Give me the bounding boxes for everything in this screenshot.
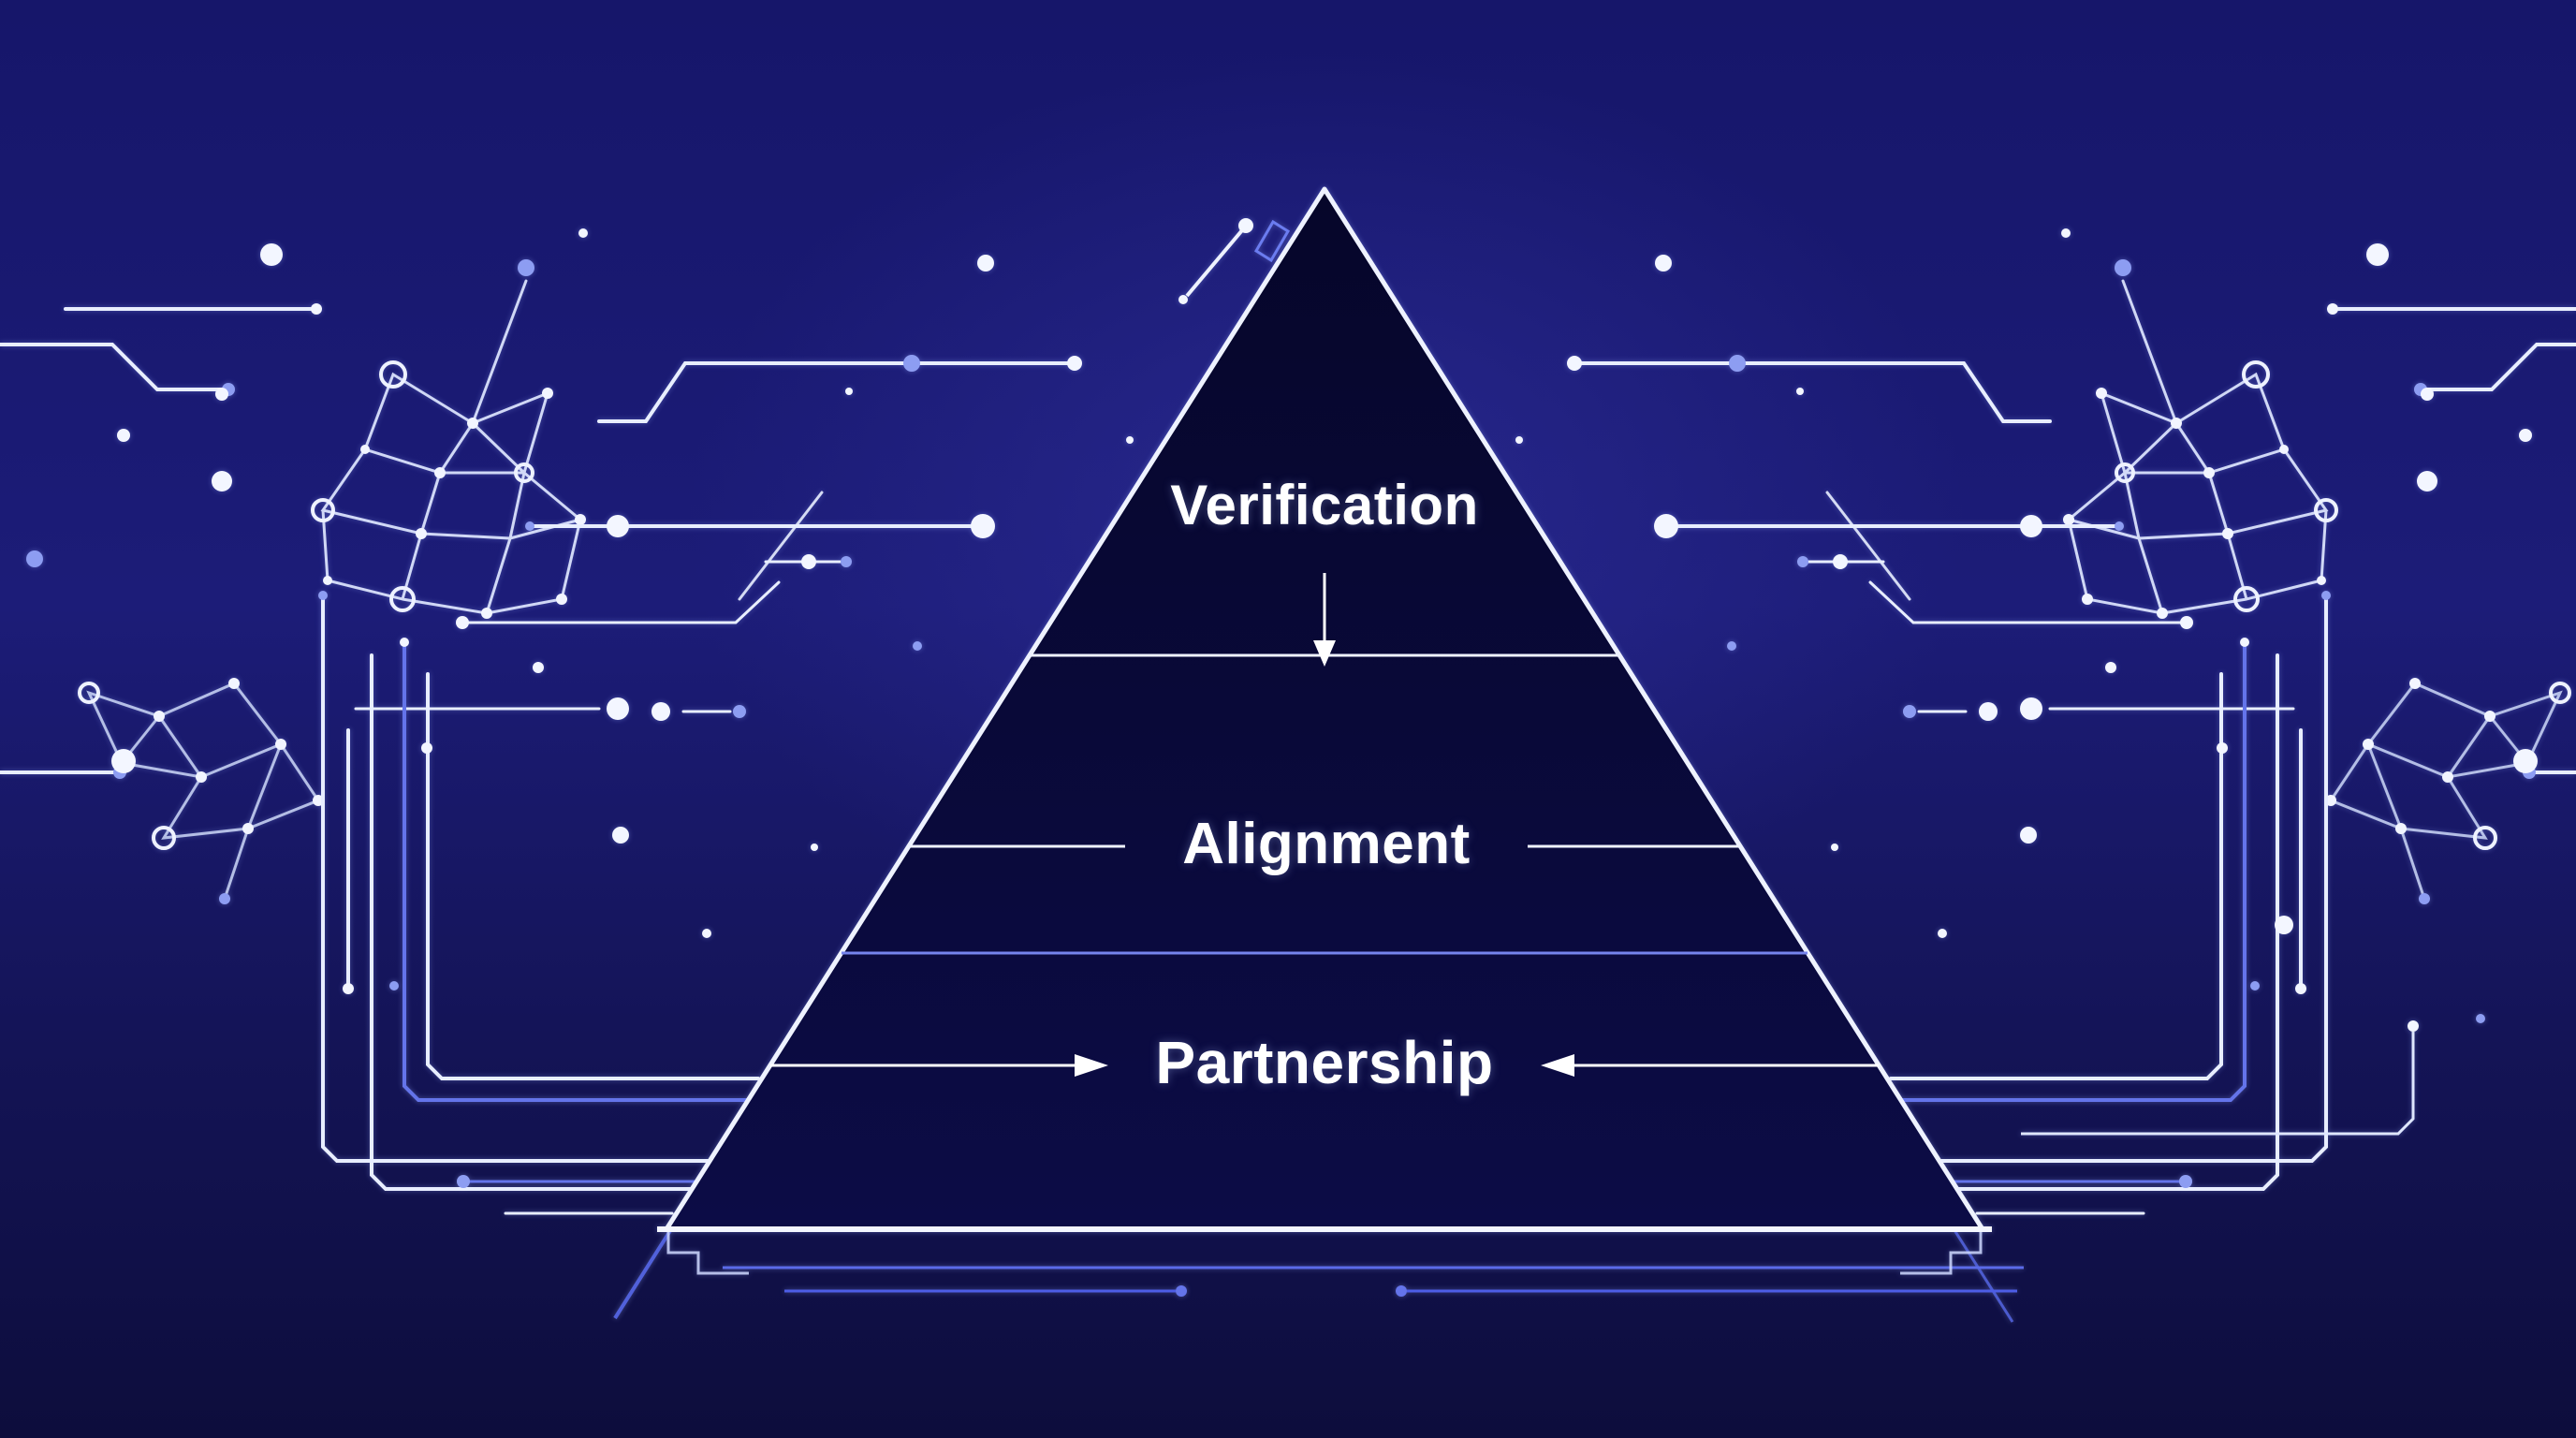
down-arrow-icon bbox=[1313, 573, 1336, 667]
nested-traces-bottom-left bbox=[321, 597, 760, 1215]
circuit-traces-left bbox=[0, 307, 1071, 774]
circuit-decoration-left bbox=[0, 228, 1134, 1215]
mesh-node-rings bbox=[78, 360, 534, 850]
base-steps-left bbox=[666, 1232, 749, 1275]
scatter-dots-left bbox=[26, 228, 1134, 1188]
network-mesh-lower-left bbox=[86, 682, 321, 901]
apex-dash bbox=[1178, 218, 1253, 304]
level-label-alignment: Alignment bbox=[1182, 812, 1471, 876]
inward-arrow-left-icon bbox=[770, 1054, 1108, 1077]
level-label-verification: Verification bbox=[1170, 474, 1479, 536]
mesh-node-dots bbox=[117, 388, 586, 834]
accent-tick bbox=[1253, 219, 1291, 263]
pyramid-base-lines bbox=[657, 1226, 2024, 1297]
level-label-partnership: Partnership bbox=[1155, 1029, 1494, 1096]
inward-arrow-right-icon bbox=[1541, 1054, 1879, 1077]
base-steps-right bbox=[1900, 1232, 1983, 1275]
